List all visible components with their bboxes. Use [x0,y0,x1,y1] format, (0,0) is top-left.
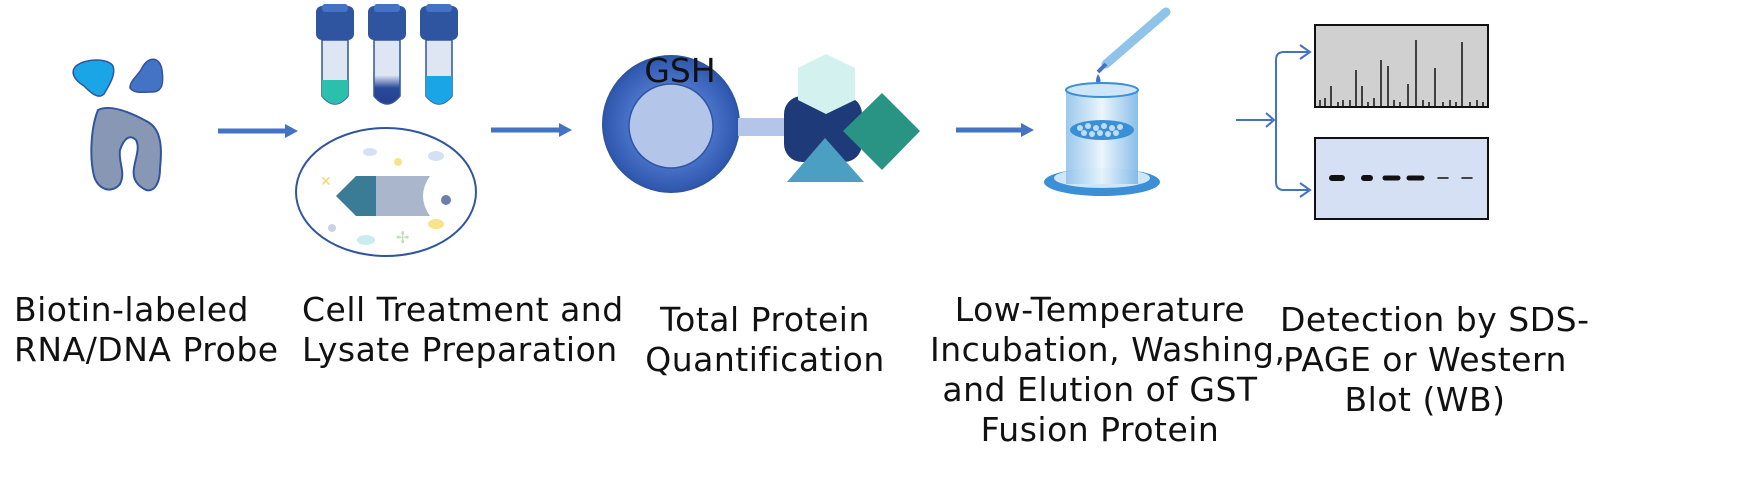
linker [738,118,792,136]
caption-lysate-line-2: Lysate Preparation [302,330,618,369]
caption-probe-line-2: RNA/DNA Probe [14,330,279,369]
caption-lysate: Cell Treatment and Lysate Preparation [302,290,624,370]
caption-detection: Detection by SDS- PAGE or Western Blot (… [1280,300,1590,420]
probe-icon [72,58,164,192]
tube-teal [316,4,354,105]
caption-probe: Biotin-labeled RNA/DNA Probe [14,290,279,370]
caption-probe-line-1: Biotin-labeled [14,290,249,329]
svg-text:✕: ✕ [320,174,332,190]
pipette-icon [1096,7,1171,84]
arrow-3 [956,123,1034,137]
western-blot [1314,137,1489,220]
protein-diamond [843,93,920,170]
probe-blob-blue [129,58,164,94]
caption-quant-line-1: Total Protein [660,300,870,339]
tubes-icon [316,4,458,105]
arrow-1 [218,124,298,138]
caption-detection-line-3: Blot (WB) [1344,380,1506,419]
tube-sky [420,4,458,105]
protein-core [784,96,862,162]
probe-blob-cyan [72,59,115,97]
protein-triangle [787,138,864,182]
caption-quant-line-2: Quantification [645,340,885,379]
svg-text:✢: ✢ [396,228,409,247]
gsh-label: GSH [644,51,715,90]
caption-detection-line-2: PAGE or Western [1283,340,1567,379]
caption-lysate-line-1: Cell Treatment and [302,290,624,329]
probe-blob-gray [90,106,162,192]
cell-icon: ✕ ✢ [295,127,477,257]
caption-incubation-line-2: Incubation, Washing, [930,330,1286,369]
caption-incubation-line-3: and Elution of GST [942,370,1258,409]
protein-hexagon [798,54,855,114]
caption-incubation-line-1: Low-Temperature [954,290,1246,329]
sds-page-gel [1314,24,1489,108]
arrow-2 [491,123,572,137]
caption-detection-line-1: Detection by SDS- [1280,300,1590,339]
tube-navy [368,4,406,105]
beaker-icon [1044,82,1160,196]
caption-quant: Total Protein Quantification [620,300,910,380]
beaker-beads [1077,123,1123,137]
caption-incubation-line-4: Fusion Protein [980,410,1220,449]
branch-arrows [1236,44,1312,198]
caption-incubation: Low-Temperature Incubation, Washing, and… [930,290,1286,450]
gst-protein-icon [784,54,920,182]
gsh-bead-icon: GSH [602,51,792,193]
